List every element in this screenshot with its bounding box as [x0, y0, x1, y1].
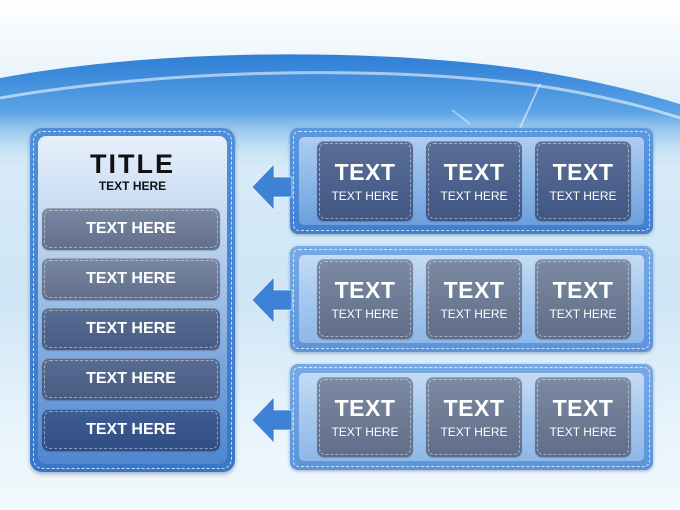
menu-item-5[interactable]: TEXT HERE [42, 409, 220, 451]
cell-label: TEXT HERE [549, 189, 617, 203]
content-row-1: TEXT TEXT HERE TEXT TEXT HERE TEXT TEXT … [290, 128, 653, 234]
cell-title: TEXT [334, 159, 396, 185]
content-row-2: TEXT TEXT HERE TEXT TEXT HERE TEXT TEXT … [290, 246, 653, 352]
row2-cell-2[interactable]: TEXT TEXT HERE [426, 259, 522, 339]
cell-label: TEXT HERE [331, 189, 399, 203]
row3-cell-3[interactable]: TEXT TEXT HERE [535, 377, 631, 457]
row3-cell-1[interactable]: TEXT TEXT HERE [317, 377, 413, 457]
menu-item-1[interactable]: TEXT HERE [42, 208, 220, 250]
row3-cell-2[interactable]: TEXT TEXT HERE [426, 377, 522, 457]
menu-item-2[interactable]: TEXT HERE [42, 258, 220, 300]
cell-title: TEXT [552, 395, 614, 421]
cell-title: TEXT [334, 395, 396, 421]
arrow-left-icon [251, 395, 293, 445]
panel-subtitle: TEXT HERE [98, 179, 167, 193]
row2-cell-3[interactable]: TEXT TEXT HERE [535, 259, 631, 339]
row1-cell-3[interactable]: TEXT TEXT HERE [535, 141, 631, 221]
cell-title: TEXT [443, 159, 505, 185]
row2-cell-1[interactable]: TEXT TEXT HERE [317, 259, 413, 339]
row1-cell-2[interactable]: TEXT TEXT HERE [426, 141, 522, 221]
arrow-left-icon [251, 275, 293, 325]
cell-title: TEXT [443, 395, 505, 421]
cell-title: TEXT [552, 277, 614, 303]
cell-title: TEXT [443, 277, 505, 303]
panel-title: TITLE [90, 149, 175, 179]
title-panel: TITLE TEXT HERE TEXT HERE TEXT HERE TEXT… [30, 128, 235, 472]
cell-title: TEXT [334, 277, 396, 303]
cell-label: TEXT HERE [331, 307, 399, 321]
cell-label: TEXT HERE [440, 425, 508, 439]
cell-label: TEXT HERE [331, 425, 399, 439]
cell-label: TEXT HERE [549, 425, 617, 439]
content-row-3: TEXT TEXT HERE TEXT TEXT HERE TEXT TEXT … [290, 364, 653, 470]
cell-title: TEXT [552, 159, 614, 185]
cell-label: TEXT HERE [440, 189, 508, 203]
menu-item-3[interactable]: TEXT HERE [42, 308, 220, 350]
menu-item-4[interactable]: TEXT HERE [42, 358, 220, 400]
arrow-left-icon [251, 162, 293, 212]
cell-label: TEXT HERE [549, 307, 617, 321]
row1-cell-1[interactable]: TEXT TEXT HERE [317, 141, 413, 221]
cell-label: TEXT HERE [440, 307, 508, 321]
